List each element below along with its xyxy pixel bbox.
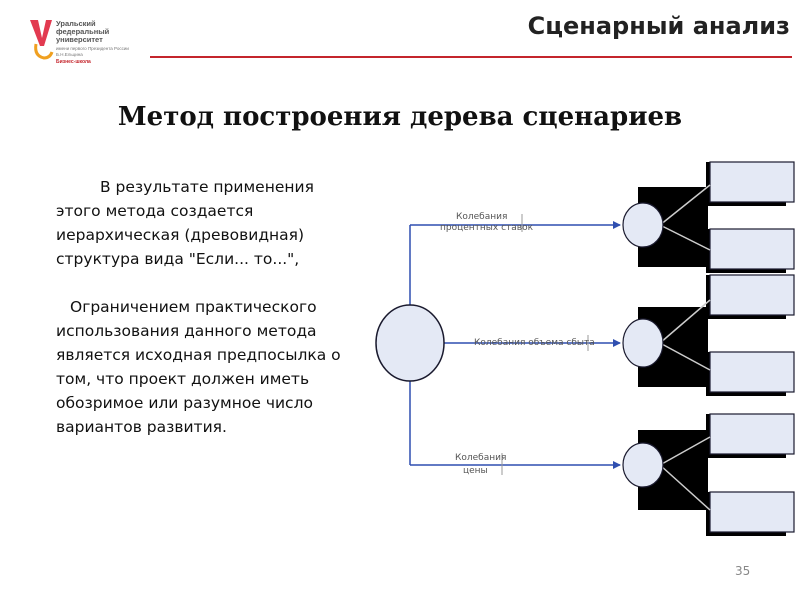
outcome-box [709,161,795,203]
branch-label-volume-line1: Колебания объема сбыта [474,338,595,348]
paragraph-result: В результате применения этого метода соз… [56,178,314,268]
outcome-box [709,228,795,270]
logo-university-name: Уральский федеральный университет [56,19,110,44]
outcome-box [709,351,795,393]
branch-label-price: Колебания цены [455,453,506,476]
paragraph-limitation: Ограничением практического использования… [56,298,341,436]
ural-university-logo-icon [30,20,54,60]
branch-label-interest: Колебания процентных ставок [440,212,534,233]
outcome-box [709,274,795,316]
scenario-tree-diagram: Колебания процентных ставок Колебания об… [375,161,795,536]
branch-label-interest-line2: процентных ставок [440,223,534,233]
scenario-group-price [622,413,795,536]
root-node [375,304,445,382]
logo-subtext: имени первого Президента России Б.Н.Ельц… [56,46,129,57]
section-title: Сценарный анализ [527,12,790,40]
logo-text: Уральский федеральный университет имени … [56,19,138,66]
page-number: 35 [735,564,751,578]
branch-label-price-line1: Колебания [455,453,506,463]
scenario-node [622,442,664,488]
body-text: В результате применения этого метода соз… [56,175,356,439]
scenario-group-interest [622,161,795,273]
scenario-node [622,318,664,368]
scenario-group-volume [622,274,795,396]
outcome-box [709,491,795,533]
header-divider [150,56,792,58]
scenario-node [622,202,664,248]
branch-label-volume: Колебания объема сбыта [474,335,595,351]
slide-title: Метод построения дерева сценариев [117,102,683,132]
university-logo: Уральский федеральный университет имени … [28,18,138,78]
logo-school: Бизнес-школа [56,59,91,65]
outcome-box [709,413,795,455]
branch-label-interest-line1: Колебания [456,212,507,222]
branch-label-price-line2: цены [463,466,488,476]
